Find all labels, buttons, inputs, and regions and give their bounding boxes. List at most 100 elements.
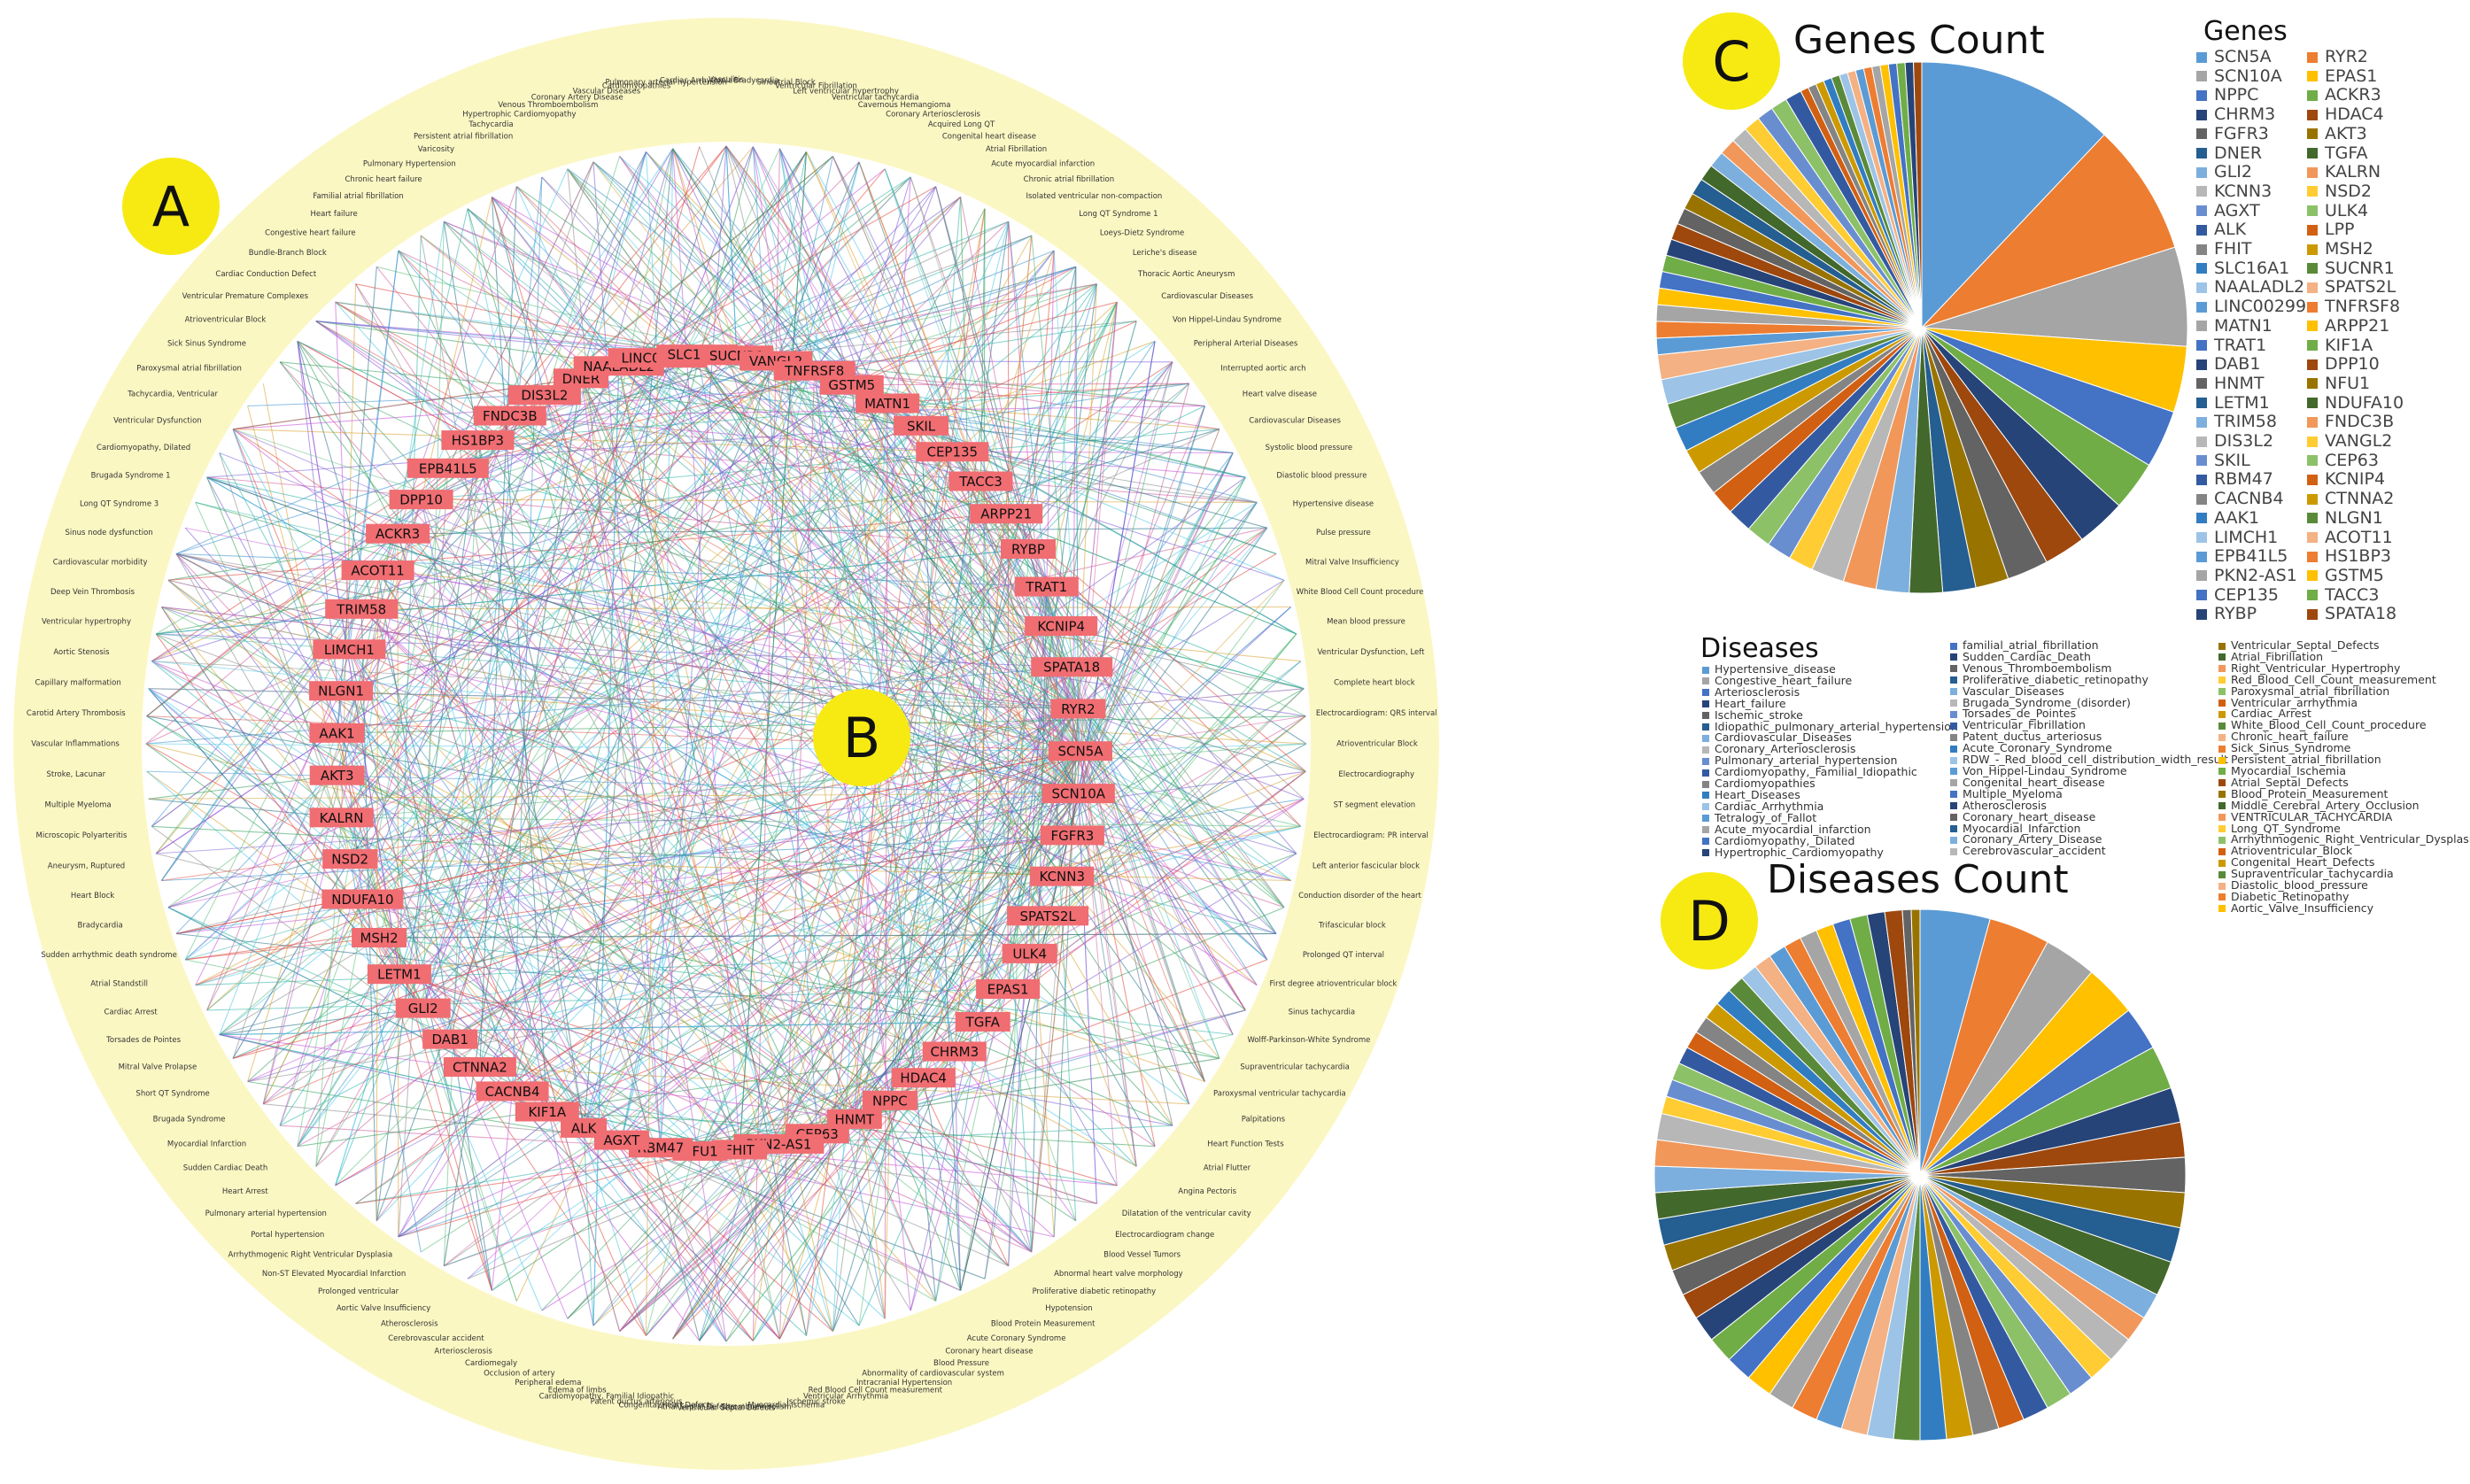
legend-label: LIMCH1 [2214,527,2279,547]
legend-label: VANGL2 [2325,431,2393,452]
gene-node [1049,741,1112,761]
legend-label: NLGN1 [2325,507,2383,528]
gene-label: AKT3 [321,768,354,784]
genes-legend-item: AKT3 [2307,124,2404,144]
network-edge [980,481,1268,961]
gene-label: DPP10 [399,492,443,508]
legend-swatch [2218,722,2226,730]
gene-label: NDUFA10 [331,892,393,908]
network-edge [447,301,1118,469]
network-edge [232,666,1072,1059]
gene-node [1030,866,1095,886]
disease-label: Heart valve disease [1243,390,1317,399]
legend-swatch [2196,493,2207,505]
network-edge [491,197,548,1112]
genes-legend-item: TNFRSF8 [2307,297,2404,317]
disease-label: Congenital heart disease [942,132,1036,141]
genes-legend-item: ARPP21 [2307,316,2404,336]
gene-node [856,393,920,414]
disease-label: Occlusion of artery [484,1370,555,1379]
legend-swatch [2196,301,2207,313]
legend-label: SPATA18 [2325,604,2397,624]
genes-legend-item: ULK4 [2307,201,2404,221]
network-edge [443,1140,623,1267]
diseases-legend-item: Congenital_heart_disease [1950,777,2228,789]
network-edge [297,340,478,441]
disease-label: Bradycardia [78,922,123,931]
network-edge [422,221,445,1009]
legend-swatch [1702,689,1709,697]
disease-label: Electrocardiogram: QRS interval [1316,709,1437,718]
gene-node [309,808,374,828]
disease-label: Aortic Stenosis [53,648,110,657]
disease-label: Portal hypertension [251,1231,324,1240]
disease-label: Cardiomyopathies [602,82,671,91]
legend-label: CACNB4 [2214,489,2284,509]
network-edge [479,1066,1189,1105]
diseases-legend-item: Myocardial_Infarction [1950,823,2228,835]
genes-legend-item: SCN5A [2196,47,2306,67]
disease-label: Diastolic blood pressure [1276,472,1367,481]
legend-swatch [2218,847,2226,855]
hub-edge [175,553,1081,752]
legend-label: Vascular_Diseases [1963,684,2064,698]
legend-label: SPATS2L [2325,277,2396,298]
legend-label: Congenital_Heart_Defects [2231,855,2375,870]
legend-swatch [1702,815,1709,823]
network-edge [910,625,1062,1311]
diseases-legend-item: Ventricular_Septal_Defects [2218,639,2470,652]
legend-label: Aortic_Valve_Insufficiency [2231,900,2374,915]
disease-label: Aneurysm, Ruptured [48,862,125,870]
gene-node [309,723,365,743]
disease-label: Long QT Syndrome 1 [1079,210,1158,219]
network-edge [778,514,1007,1340]
legend-label: Acute_myocardial_infarction [1715,822,1871,836]
genes-legend-item: MATN1 [2196,316,2306,336]
diseases-legend-item: Coronary_heart_disease [1950,811,2228,823]
network-edge [739,301,1118,1150]
disease-label: Chronic heart failure [345,175,422,184]
network-edge [146,468,449,717]
legend-swatch [2218,733,2226,741]
network-edge [175,354,738,934]
disease-label: Arrhythmogenic Right Ventricular Dysplas… [228,1251,393,1260]
gene-label: KALRN [320,810,364,826]
legend-label: Paroxysmal_atrial_fibrillation [2231,684,2390,698]
hub-edge [263,750,1081,1105]
diseases-legend-item: Vascular_Diseases [1950,684,2228,698]
disease-label: Atrial Standstill [90,979,148,988]
legend-swatch [2218,756,2226,764]
legend-swatch [2196,474,2207,485]
network-edge [297,1050,955,1148]
gene-label: ACKR3 [376,526,420,542]
legend-label: Sudden_Cardiac_Death [1963,649,2091,663]
hub-edge [592,161,1079,709]
legend-label: SKIL [2214,450,2250,470]
legend-swatch [2196,186,2207,197]
gene-label: TGFA [965,1015,1001,1031]
disease-label: Heart Arrest [222,1187,268,1196]
network-edge [660,1057,1220,1148]
disease-label: Left ventricular hypertrophy [793,87,899,96]
diseases-legend-item: Cardiac_Arrest [2218,707,2470,720]
network-edge [546,798,1305,1113]
legend-swatch [2196,608,2207,620]
disease-label: Electrocardiogram: PR interval [1313,831,1429,840]
network-edge [660,148,674,1148]
network-edge [583,1127,594,1326]
hub-edge [592,161,1080,794]
network-edge [341,429,1220,818]
legend-label: Patent_ductus_arteriosus [1963,730,2102,744]
genes-legend-item: DAB1 [2196,354,2306,375]
network-edge [184,370,816,961]
legend-label: Cardiovascular_Diseases [1715,730,1852,745]
diseases-legend-item: Heart_Diseases [1702,789,1958,801]
diseases-legend-item: Multiple_Myeloma [1950,788,2228,800]
gene-label: SKIL [907,418,936,434]
legend-label: ALK [2214,220,2247,240]
network-edge [447,161,594,469]
hub-edge [467,708,1079,1279]
network-edge [145,403,888,745]
network-edge [247,394,545,407]
